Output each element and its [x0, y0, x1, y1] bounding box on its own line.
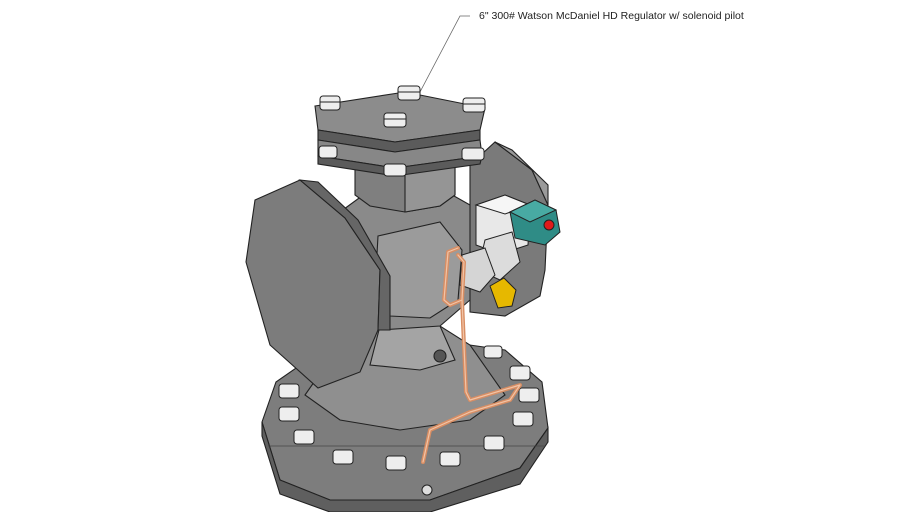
bottom-flange-bolts: [278, 345, 540, 496]
top-cap-bolts: [318, 85, 486, 177]
bolt: [462, 97, 486, 113]
bolt: [439, 451, 461, 467]
bolt: [483, 435, 505, 451]
solenoid-indicator-red: [543, 219, 555, 231]
bolt: [383, 163, 407, 177]
bolt: [383, 112, 407, 128]
model-caption: 6" 300# Watson McDaniel HD Regulator w/ …: [479, 10, 744, 22]
bolt: [278, 406, 300, 422]
bolt: [293, 429, 315, 445]
bolt: [509, 365, 531, 381]
bolt: [512, 411, 534, 427]
bolt: [385, 455, 407, 471]
caption-leader-line: [419, 15, 470, 93]
bolt: [318, 145, 338, 159]
bolt: [461, 147, 485, 161]
top-cap: [314, 91, 486, 177]
brass-fitting: [489, 277, 517, 309]
bolt: [518, 387, 540, 403]
bolt: [397, 85, 421, 101]
bolt: [332, 449, 354, 465]
solenoid-pilot: [459, 194, 561, 309]
drain-port: [421, 484, 433, 496]
bolt: [319, 95, 341, 111]
body-neck: [354, 161, 456, 213]
left-side-flange: [245, 179, 391, 389]
copper-tubing-highlight: [422, 247, 521, 463]
bolt: [483, 345, 503, 359]
bolt: [278, 383, 300, 399]
